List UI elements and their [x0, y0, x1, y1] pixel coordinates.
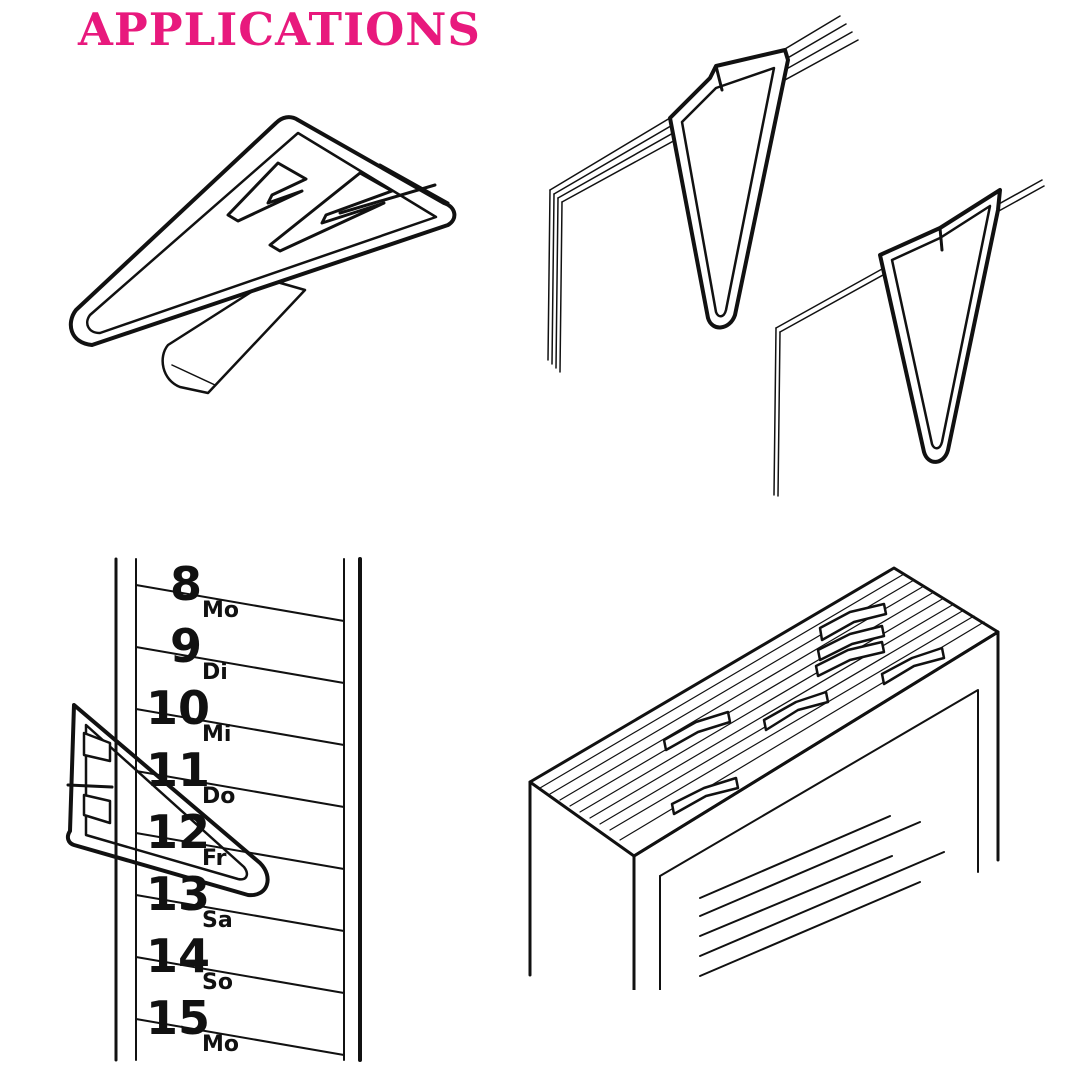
calendar-day-number: 15 — [146, 991, 210, 1045]
clip-upper — [668, 48, 790, 330]
book-illustration — [520, 560, 1030, 990]
calendar-weekday: Sa — [202, 908, 233, 933]
calendar-weekday: Do — [202, 784, 235, 809]
calendar-day-number: 14 — [146, 929, 210, 983]
calendar-weekday: Mi — [202, 722, 231, 747]
calendar-weekday: Mo — [202, 598, 239, 623]
page-title: APPLICATIONS — [78, 3, 481, 56]
paper-clip-illustration — [530, 10, 1060, 510]
paper-stack-drawing — [547, 15, 1045, 497]
book-text-lines — [699, 815, 945, 977]
clip-drawing — [68, 115, 457, 395]
calendar-weekday: Di — [202, 660, 228, 685]
clip-illustration — [40, 95, 480, 415]
book-top — [528, 566, 1000, 858]
clip-lower — [878, 188, 1002, 464]
calendar-drawing: 8 Mo 9 Di 10 Mi 11 Do 12 Fr 13 Sa 14 So … — [65, 557, 362, 1062]
calendar-weekday: Fr — [202, 846, 227, 871]
clip-slot-left — [226, 161, 308, 223]
book-drawing — [528, 566, 1000, 990]
book-clips — [662, 602, 946, 816]
calendar-day-number: 10 — [146, 681, 210, 735]
calendar-weekday: So — [202, 970, 233, 995]
clip-slot-right — [268, 171, 394, 253]
calendar-day-number: 8 — [170, 557, 202, 611]
calendar-clip — [65, 703, 270, 898]
book-front — [632, 630, 1000, 990]
clip-underside — [161, 278, 307, 395]
calendar-row-dividers — [135, 584, 345, 1056]
clip-body-inner — [86, 131, 438, 335]
calendar-day-number: 9 — [170, 619, 202, 673]
calendar-weekday: Mo — [202, 1032, 239, 1057]
calendar-illustration: 8 Mo 9 Di 10 Mi 11 Do 12 Fr 13 Sa 14 So … — [60, 555, 390, 1065]
